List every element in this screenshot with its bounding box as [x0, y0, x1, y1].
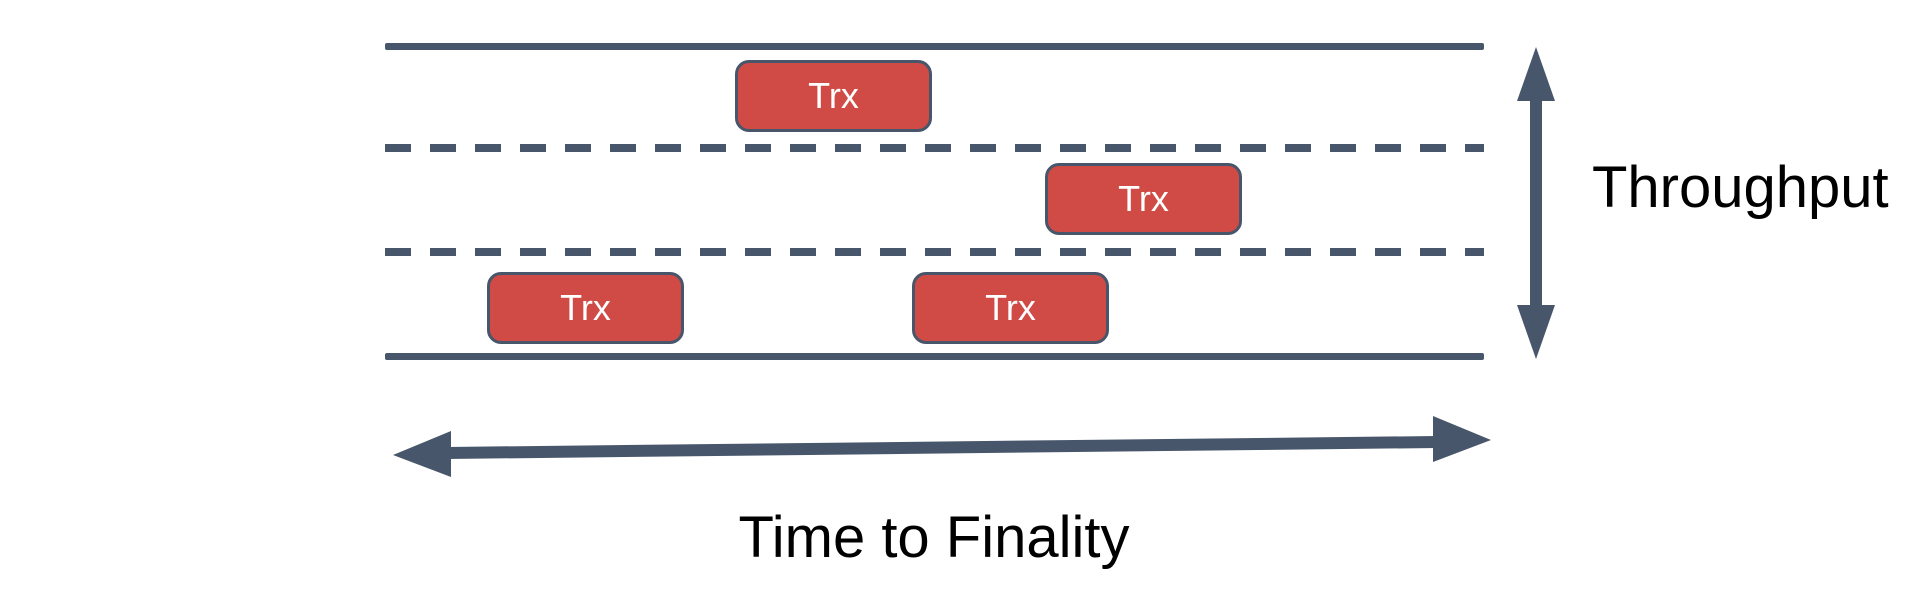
- lane-divider-2: [385, 248, 1484, 256]
- trx-label: Trx: [985, 287, 1036, 328]
- trx-label: Trx: [1118, 178, 1169, 219]
- road-top-line: [385, 43, 1484, 50]
- trx-box-lane2: Trx: [1045, 163, 1242, 235]
- trx-box-lane3-left: Trx: [487, 272, 684, 344]
- throughput-axis-label: Throughput: [1592, 155, 1889, 220]
- trx-box-lane3-right: Trx: [912, 272, 1109, 344]
- road-bottom-line: [385, 353, 1484, 360]
- lane-divider-1: [385, 144, 1484, 152]
- trx-label: Trx: [560, 287, 611, 328]
- trx-box-lane1: Trx: [735, 60, 932, 132]
- throughput-double-arrow-icon: [1517, 47, 1555, 359]
- time-to-finality-double-arrow-icon: [393, 416, 1491, 477]
- trx-label: Trx: [808, 75, 859, 116]
- time-to-finality-axis-label: Time to Finality: [738, 505, 1130, 570]
